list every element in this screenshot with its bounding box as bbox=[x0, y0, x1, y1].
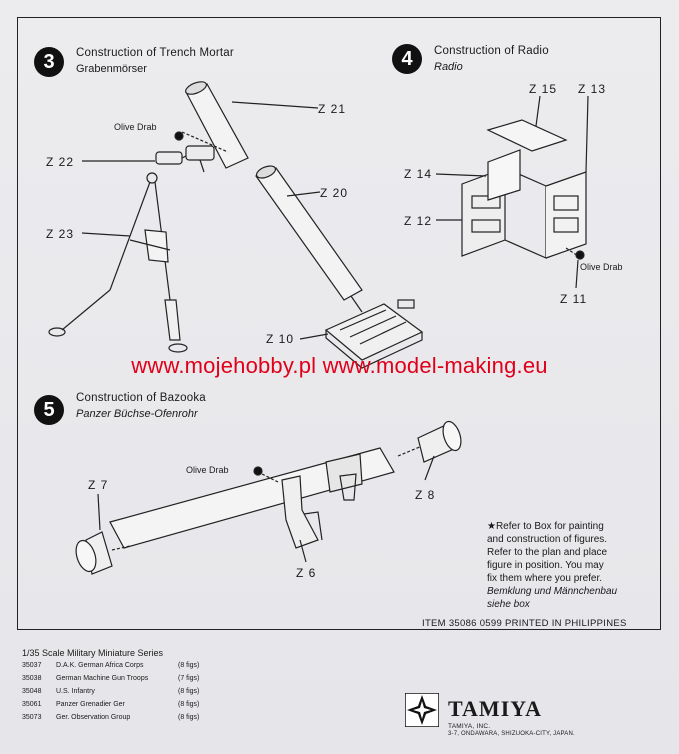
painting-note: ★Refer to Box for painting and construct… bbox=[487, 520, 657, 611]
step-5-title: Construction of Bazooka bbox=[76, 392, 206, 404]
mortar-tube-z21-drawing bbox=[185, 81, 249, 169]
series-figs: (8 figs) bbox=[178, 701, 200, 708]
step-3-title: Construction of Trench Mortar bbox=[76, 47, 234, 59]
mortar-bipod-z23-drawing bbox=[48, 172, 188, 353]
brand-company: TAMIYA, INC. bbox=[448, 723, 491, 730]
bazooka-drawing bbox=[75, 420, 462, 575]
part-label-z8: Z 8 bbox=[415, 488, 436, 502]
mortar-baseplate-z10-drawing bbox=[324, 299, 424, 369]
note-line: and construction of figures. bbox=[487, 534, 608, 545]
part-label-z15: Z 15 bbox=[529, 82, 558, 96]
part-label-z22: Z 22 bbox=[46, 155, 75, 169]
instruction-frame bbox=[17, 17, 661, 630]
series-figs: (8 figs) bbox=[178, 714, 200, 721]
series-row: 35073 Ger. Observation Group (8 figs) bbox=[22, 714, 199, 721]
radio-drawing bbox=[461, 119, 587, 259]
brand-name: TAMIYA bbox=[448, 696, 543, 721]
series-row: 35048 U.S. Infantry (8 figs) bbox=[22, 688, 199, 695]
watermark-text: www.mojehobby.pl www.model-making.eu bbox=[131, 353, 548, 378]
mortar-clamp-z22-drawing bbox=[155, 145, 215, 173]
series-figs: (7 figs) bbox=[178, 675, 200, 682]
brand-address: 3-7, ONDAWARA, SHIZUOKA-CITY, JAPAN. bbox=[448, 731, 575, 737]
series-figs: (8 figs) bbox=[178, 662, 200, 669]
step-4-title: Construction of Radio bbox=[434, 45, 549, 57]
series-code: 35073 bbox=[22, 714, 42, 721]
step-3-badge: 3 bbox=[34, 47, 64, 77]
series-row: 35038 German Machine Gun Troops (7 figs) bbox=[22, 675, 199, 682]
part-label-z7: Z 7 bbox=[88, 478, 109, 492]
step-3-subtitle: Grabenmörser bbox=[76, 63, 147, 75]
part-label-z21: Z 21 bbox=[318, 102, 347, 116]
step-4-subtitle: Radio bbox=[434, 61, 463, 73]
note-line: Refer to the plan and place bbox=[487, 547, 608, 558]
series-code: 35048 bbox=[22, 688, 42, 695]
series-name: German Machine Gun Troops bbox=[56, 675, 149, 682]
step-4-badge: 4 bbox=[392, 44, 422, 74]
series-row: 35037 D.A.K. German Africa Corps (8 figs) bbox=[22, 662, 199, 669]
step-5-subtitle: Panzer Büchse-Ofenrohr bbox=[76, 408, 198, 420]
tamiya-star-logo-icon bbox=[405, 693, 439, 727]
note-german-line: siehe box bbox=[487, 599, 530, 610]
series-title: 1/35 Scale Military Miniature Series bbox=[22, 648, 164, 658]
series-name: U.S. Infantry bbox=[56, 688, 95, 695]
series-code: 35037 bbox=[22, 662, 42, 669]
series-row: 35061 Panzer Grenadier Ger (8 figs) bbox=[22, 701, 199, 708]
note-line: fix them where you prefer. bbox=[487, 573, 603, 584]
mortar-tube-z20-drawing bbox=[255, 165, 363, 313]
part-label-z11: Z 11 bbox=[560, 292, 588, 306]
part-label-z10: Z 10 bbox=[266, 332, 295, 346]
part-label-z23: Z 23 bbox=[46, 227, 75, 241]
mortar-paint-label: Olive Drab bbox=[114, 122, 157, 132]
step-5-badge: 5 bbox=[34, 395, 64, 425]
part-label-z6: Z 6 bbox=[296, 566, 317, 580]
note-line: ★Refer to Box for painting bbox=[487, 521, 604, 532]
series-code: 35061 bbox=[22, 701, 42, 708]
note-line: figure in position. You may bbox=[487, 560, 604, 571]
series-name: Panzer Grenadier Ger bbox=[56, 701, 125, 708]
series-code: 35038 bbox=[22, 675, 42, 682]
series-name: Ger. Observation Group bbox=[56, 714, 131, 721]
part-label-z12: Z 12 bbox=[404, 214, 433, 228]
series-name: D.A.K. German Africa Corps bbox=[56, 662, 144, 669]
bazooka-paint-label: Olive Drab bbox=[186, 465, 229, 475]
series-figs: (8 figs) bbox=[178, 688, 200, 695]
radio-paint-label: Olive Drab bbox=[580, 262, 623, 272]
note-german-line: Bemklung und Männchenbau bbox=[487, 586, 618, 597]
item-print-line: ITEM 35086 0599 PRINTED IN PHILIPPINES bbox=[422, 618, 627, 629]
part-label-z13: Z 13 bbox=[578, 82, 607, 96]
part-label-z14: Z 14 bbox=[404, 167, 433, 181]
part-label-z20: Z 20 bbox=[320, 186, 349, 200]
